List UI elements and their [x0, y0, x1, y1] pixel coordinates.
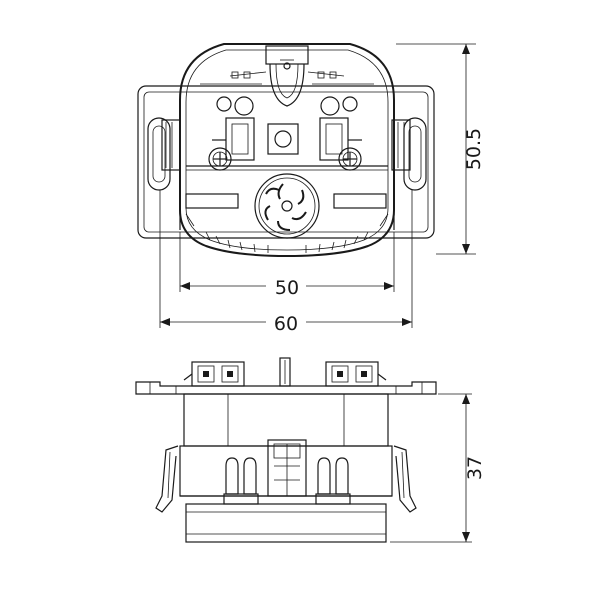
dimension-frame-width-label: 60 — [274, 313, 298, 335]
right-terminal-screw — [338, 147, 362, 171]
side-mounting-plate — [135, 381, 437, 395]
side-lower-section — [179, 445, 393, 497]
side-view — [135, 357, 437, 543]
center-square — [267, 123, 299, 155]
dimension-depth-label: 37 — [464, 456, 486, 480]
left-terminal-screw — [208, 147, 232, 171]
top-ribs — [200, 71, 374, 85]
right-claw — [393, 445, 417, 513]
front-view — [137, 43, 435, 258]
center-slider — [267, 439, 307, 497]
top-earth-clip — [265, 45, 309, 107]
bottom-teeth — [185, 213, 389, 253]
center-rotor — [254, 173, 320, 239]
left-contact — [212, 96, 255, 161]
socket-body-outline — [179, 43, 395, 258]
top-pin — [279, 357, 291, 387]
right-terminal-block — [325, 361, 387, 387]
side-body — [183, 393, 389, 447]
right-contact — [319, 96, 362, 161]
dimension-depth: 37 — [390, 393, 486, 543]
right-clamp-fingers — [315, 457, 351, 505]
left-mounting-slot — [147, 117, 181, 191]
left-label-slot — [185, 193, 239, 209]
mounting-frame — [137, 85, 435, 239]
dimension-body-width: 50 — [179, 232, 395, 299]
left-clamp-fingers — [223, 457, 259, 505]
left-terminal-block — [183, 361, 245, 387]
side-front-face — [185, 503, 387, 543]
left-claw — [155, 445, 179, 513]
dimension-frame-width: 60 — [159, 190, 413, 335]
right-label-slot — [333, 193, 387, 209]
right-mounting-slot — [391, 117, 427, 191]
dimension-height-label: 50.5 — [463, 128, 485, 170]
dimension-height: 50.5 — [396, 43, 485, 255]
dimension-body-width-label: 50 — [275, 277, 299, 299]
